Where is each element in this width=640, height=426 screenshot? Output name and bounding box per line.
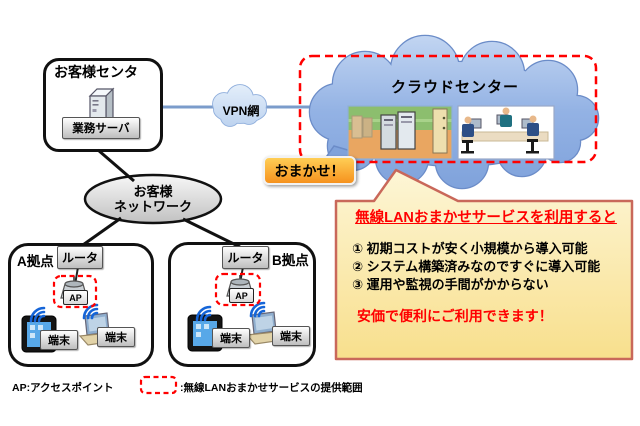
service-range-ap-a xyxy=(52,274,98,309)
service-range-cloud xyxy=(298,54,598,164)
business-server-label: 業務サーバ xyxy=(62,117,140,139)
legend-range-note: :無線LANおまかせサービスの提供範囲 xyxy=(180,382,363,394)
site-b-ap-label: AP xyxy=(229,288,254,303)
network-to-site-a-line xyxy=(79,216,122,249)
site-a-terminal1-label: 端末 xyxy=(40,330,78,350)
legend-ap-note: AP:アクセスポイント xyxy=(12,382,114,394)
customer-center-title: お客様センタ xyxy=(54,64,138,80)
callout-footer: 安価で便利にご利用できます！ xyxy=(357,308,553,324)
customer-network-ellipse xyxy=(83,173,223,225)
site-b-label: B拠点 xyxy=(272,253,309,268)
callout-item-1: ① 初期コストが安く小規模から導入可能 xyxy=(352,241,588,256)
omakase-badge: おまかせ！ xyxy=(263,156,356,185)
site-a-router-label: ルータ xyxy=(57,246,103,269)
vpn-label: VPN網 xyxy=(222,103,260,118)
center-to-network-line xyxy=(97,148,135,183)
site-b-box xyxy=(168,242,316,367)
site-b-terminal2-label: 端末 xyxy=(272,326,310,346)
wifi-waves-icons xyxy=(29,301,266,323)
site-a-box xyxy=(8,243,154,367)
service-range-legend-swatch xyxy=(139,375,178,395)
callout-items: ① 初期コストが安く小規模から導入可能 ② システム構築済みなのですぐに導入可能… xyxy=(352,240,600,294)
benefits-callout-shape xyxy=(334,168,634,361)
service-range-dashed-rects xyxy=(52,54,598,395)
server-room-image xyxy=(347,105,453,160)
site-b-terminal1-label: 端末 xyxy=(212,328,250,348)
site-a-label: A拠点 xyxy=(17,254,54,269)
customer-center-box xyxy=(43,58,163,152)
callout-item-2: ② システム構築済みなのですぐに導入可能 xyxy=(352,259,601,274)
cloud-center-title: クラウドセンター xyxy=(390,78,519,96)
callout-title: 無線LANおまかせサービスを利用すると xyxy=(355,210,617,226)
site-a-ap-label: AP xyxy=(63,290,88,305)
site-a-terminal2-label: 端末 xyxy=(97,327,135,347)
operations-office-image xyxy=(457,105,555,160)
customer-network-label: お客様 ネットワーク xyxy=(113,184,192,214)
callout-item-3: ③ 運用や監視の手間がかからない xyxy=(352,277,549,292)
site-b-router-label: ルータ xyxy=(222,246,269,269)
